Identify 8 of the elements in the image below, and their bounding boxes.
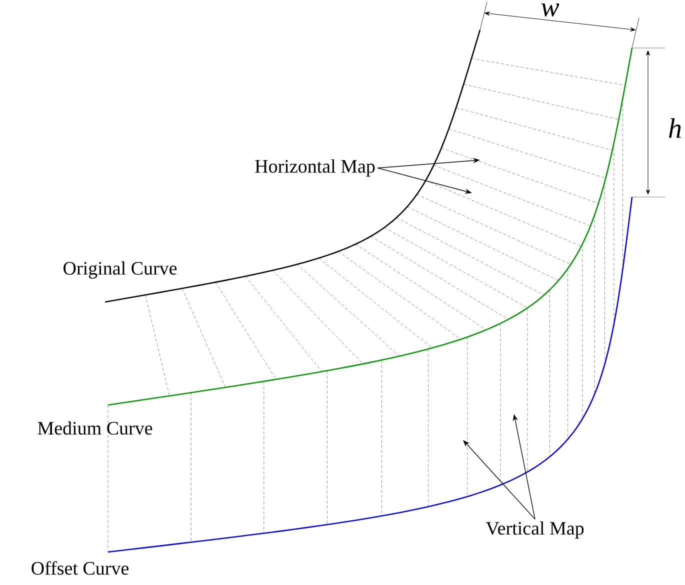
curve-label: Medium Curve [38,421,152,435]
curve-label: Offset Curve [32,561,128,575]
map-label: Horizontal Map [255,159,375,177]
map-label: Vertical Map [486,521,584,539]
dimension-label: w [541,3,560,17]
dimension-label: h [669,118,681,138]
leader-arrow [463,440,536,520]
curve-label: Original Curve [64,261,177,279]
